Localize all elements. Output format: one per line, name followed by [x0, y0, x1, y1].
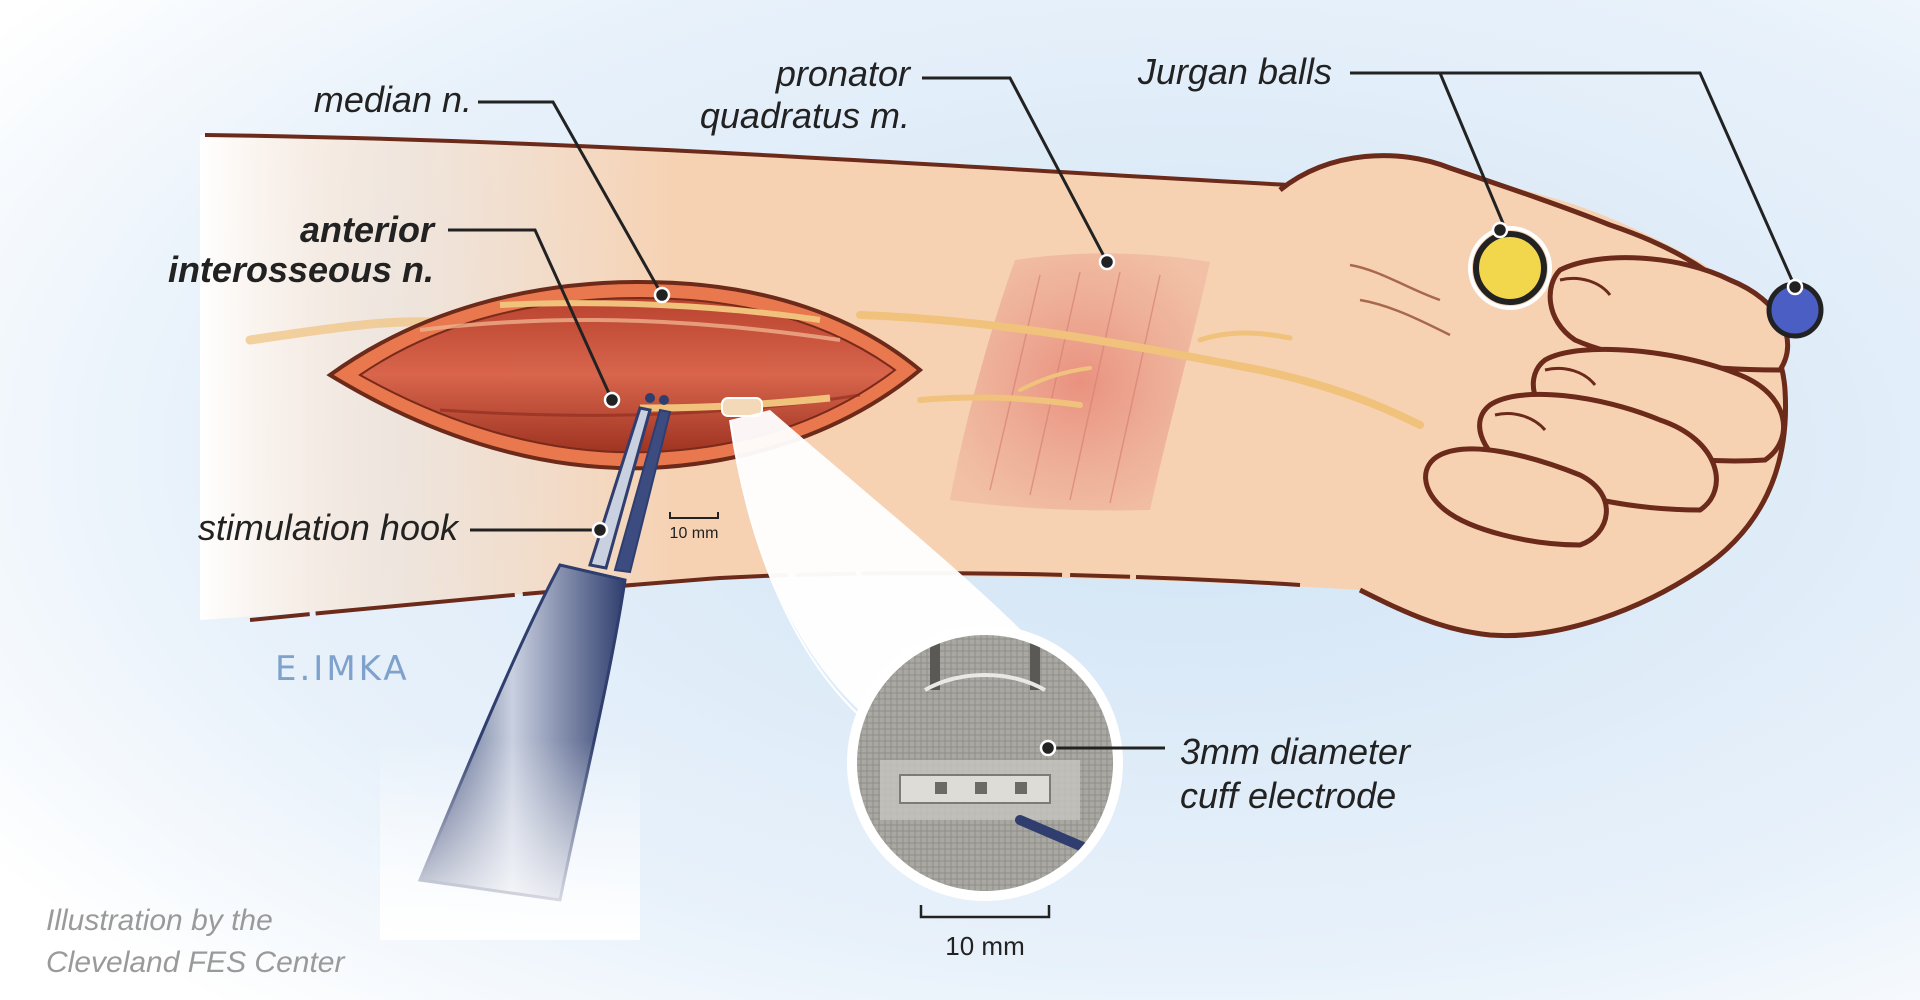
stimulation-hook-instrument [380, 393, 672, 940]
leader-lines [448, 71, 1804, 757]
electrode-zoom-inset [847, 625, 1123, 901]
label-pronator-line1: pronator [775, 53, 912, 94]
scale-bar-small: 10 mm [669, 512, 719, 542]
cuff-electrode-on-nerve [721, 397, 763, 417]
scale-bar-large: 10 mm [919, 905, 1051, 961]
label-cuff-line2: cuff electrode [1180, 775, 1396, 816]
credit-line2: Cleveland FES Center [46, 946, 345, 979]
forearm-top-outline [204, 133, 1291, 187]
pronator-striations [989, 271, 1161, 504]
median-nerve [499, 300, 821, 323]
label-anterior-line1: anterior [300, 209, 436, 250]
fist [1278, 153, 1791, 639]
nerve-pathways [245, 311, 1424, 429]
jurgan-ball-yellow [1473, 231, 1547, 305]
forearm-bottom-outline [249, 571, 1301, 622]
artist-signature: E.IMKA [275, 649, 410, 689]
label-jurgan-balls: Jurgan balls [1137, 51, 1332, 92]
scale-bar-large-label: 10 mm [945, 931, 1024, 961]
label-pronator-line2: quadratus m. [700, 95, 910, 136]
label-anterior-line2: interosseous n. [168, 249, 434, 290]
label-stimulation-hook: stimulation hook [198, 507, 460, 548]
label-cuff-line1: 3mm diameter [1180, 731, 1412, 772]
scale-bar-small-label: 10 mm [670, 525, 719, 542]
credit-line1: Illustration by the [46, 904, 273, 937]
pronator-quadratus-muscle [950, 253, 1210, 511]
label-median-nerve: median n. [314, 79, 472, 120]
